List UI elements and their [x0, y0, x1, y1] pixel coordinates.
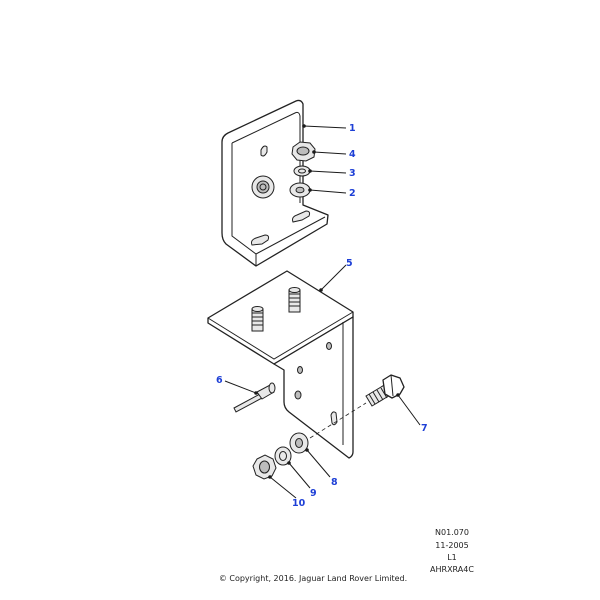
callout-2: 2: [349, 188, 356, 199]
callout-3: 3: [349, 168, 356, 179]
washer-8: [289, 432, 309, 454]
lower-bracket: [207, 270, 354, 459]
callout-4: 4: [349, 149, 356, 160]
callout-9: 9: [310, 488, 317, 499]
spring-washer-9: [274, 446, 292, 466]
rivet-6: [233, 382, 276, 413]
copyright-notice: © Copyright, 2016. Jaguar Land Rover Lim…: [218, 574, 408, 583]
nut-10: [252, 454, 277, 480]
flat-washer-2: [289, 182, 311, 198]
callout-8: 8: [331, 477, 338, 488]
callout-1: 1: [349, 123, 356, 134]
issue-date: 11-2005: [435, 541, 469, 550]
callout-6: 6: [216, 375, 223, 386]
illustration-code: AHRXRA4C: [430, 565, 474, 574]
stud-left: [251, 306, 264, 332]
callout-labels: 1 2 3 4 5 6 7 8 9 10: [216, 123, 428, 509]
upper-bracket: [221, 99, 329, 267]
reference-number: N01.070: [435, 528, 469, 537]
spring-washer-3: [293, 165, 311, 177]
nut-4: [291, 141, 316, 162]
callout-5: 5: [346, 258, 353, 269]
stud-right: [288, 287, 301, 313]
callout-7: 7: [421, 423, 428, 434]
level-code: L1: [447, 553, 457, 562]
callout-10: 10: [292, 498, 306, 509]
bolt-7: [309, 374, 405, 439]
leader-lines: [224, 124, 421, 499]
